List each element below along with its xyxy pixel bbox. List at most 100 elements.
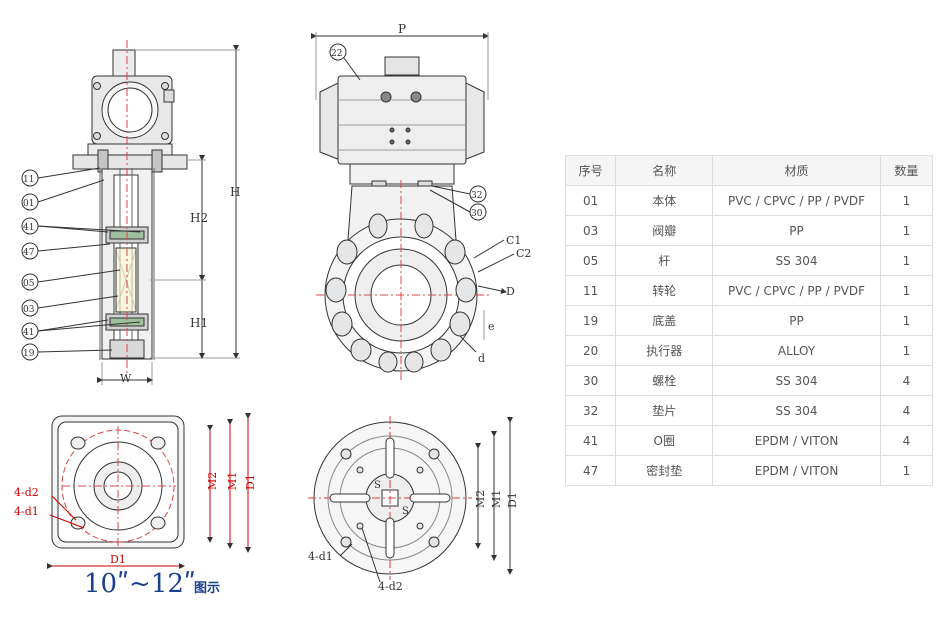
cell-name: 底盖 bbox=[615, 305, 714, 336]
svg-text:03: 03 bbox=[23, 305, 35, 315]
svg-text:11: 11 bbox=[23, 175, 34, 185]
header-name: 名称 bbox=[615, 155, 714, 186]
caption-size: 10ʺ~12ʺ bbox=[84, 569, 196, 599]
cell-material: EPDM / VITON bbox=[712, 425, 881, 456]
holes-4-d2-right: 4-d2 bbox=[378, 580, 403, 593]
cell-no: 01 bbox=[564, 185, 617, 216]
callout-19: 19 bbox=[21, 343, 113, 361]
round-flange-view: S S M2 M1 D1 4-d1 4-d2 bbox=[308, 416, 519, 593]
callout-41-upper: 41 bbox=[21, 217, 141, 235]
callout-03: 03 bbox=[21, 295, 119, 317]
cell-no: 30 bbox=[564, 365, 617, 396]
dim-d1-right: D1 bbox=[506, 492, 519, 508]
dim-h2: H2 bbox=[190, 211, 208, 225]
cell-qty: 1 bbox=[879, 185, 934, 216]
dim-s-2: S bbox=[402, 506, 409, 517]
cell-material: PVC / CPVC / PP / PVDF bbox=[712, 275, 881, 306]
cell-name: 杆 bbox=[615, 245, 714, 276]
callout-22: 22 bbox=[331, 49, 342, 59]
table-row: 41 O圈 EPDM / VITON 4 bbox=[564, 425, 934, 456]
callout-41-lower: 41 bbox=[21, 319, 141, 340]
cell-no: 19 bbox=[564, 305, 617, 336]
cell-no: 11 bbox=[564, 275, 617, 306]
cell-no: 32 bbox=[564, 395, 617, 426]
dim-d-outer: D bbox=[506, 285, 515, 298]
dim-h: H bbox=[230, 185, 240, 199]
cell-no: 05 bbox=[564, 245, 617, 276]
dim-m2-right: M2 bbox=[474, 490, 487, 508]
dim-d-small: d bbox=[478, 352, 485, 365]
table-row: 05 杆 SS 304 1 bbox=[564, 245, 934, 276]
dim-c2: C2 bbox=[516, 247, 531, 260]
svg-text:19: 19 bbox=[23, 349, 35, 359]
callout-01: 01 bbox=[21, 179, 105, 211]
cell-name: 密封垫 bbox=[615, 455, 714, 486]
header-qty: 数量 bbox=[879, 155, 934, 186]
dim-p: P bbox=[398, 22, 406, 36]
cell-material: PP bbox=[712, 305, 881, 336]
header-material: 材质 bbox=[712, 155, 881, 186]
header-no: 序号 bbox=[564, 155, 617, 186]
cell-qty: 1 bbox=[879, 215, 934, 246]
cell-material: SS 304 bbox=[712, 245, 881, 276]
cell-no: 03 bbox=[564, 215, 617, 246]
dim-m1-right: M1 bbox=[490, 490, 503, 508]
cell-qty: 1 bbox=[879, 335, 934, 366]
dim-e: e bbox=[488, 320, 495, 333]
cell-material: EPDM / VITON bbox=[712, 455, 881, 486]
cell-name: 本体 bbox=[615, 185, 714, 216]
valve-technical-drawing: H H2 H1 W 11 01 41 47 05 bbox=[14, 22, 531, 599]
caption-suffix: 图示 bbox=[194, 581, 220, 596]
dim-c1: C1 bbox=[506, 234, 521, 247]
dim-h1: H1 bbox=[190, 316, 208, 330]
table-row: 11 转轮 PVC / CPVC / PP / PVDF 1 bbox=[564, 275, 934, 306]
table-row: 20 执行器 ALLOY 1 bbox=[564, 335, 934, 366]
cell-qty: 1 bbox=[879, 245, 934, 276]
cell-name: 螺栓 bbox=[615, 365, 714, 396]
cell-no: 41 bbox=[564, 425, 617, 456]
table-row: 47 密封垫 EPDM / VITON 1 bbox=[564, 455, 934, 486]
dim-m2-left: M2 bbox=[206, 472, 219, 490]
cell-material: SS 304 bbox=[712, 365, 881, 396]
side-view: P 22 32 30 bbox=[311, 22, 531, 380]
svg-text:05: 05 bbox=[23, 279, 35, 289]
cell-material: PP bbox=[712, 215, 881, 246]
cell-material: ALLOY bbox=[712, 335, 881, 366]
callout-32: 32 bbox=[471, 191, 482, 201]
svg-text:47: 47 bbox=[23, 248, 35, 258]
dim-m1-left: M1 bbox=[226, 472, 239, 490]
dim-d1-left: D1 bbox=[244, 474, 257, 490]
svg-text:41: 41 bbox=[23, 328, 34, 338]
table-row: 03 阀瓣 PP 1 bbox=[564, 215, 934, 246]
parts-table: 序号 名称 材质 数量 01 本体 PVC / CPVC / PP / PVDF… bbox=[564, 155, 934, 486]
svg-text:41: 41 bbox=[23, 223, 34, 233]
cell-no: 20 bbox=[564, 335, 617, 366]
cell-name: 转轮 bbox=[615, 275, 714, 306]
table-header-row: 序号 名称 材质 数量 bbox=[564, 155, 934, 186]
table-row: 01 本体 PVC / CPVC / PP / PVDF 1 bbox=[564, 185, 934, 216]
callout-05: 05 bbox=[21, 269, 121, 291]
dim-w: W bbox=[120, 372, 132, 385]
cell-name: 阀瓣 bbox=[615, 215, 714, 246]
cell-qty: 4 bbox=[879, 365, 934, 396]
square-flange-view: M2 M1 D1 D1 4-d2 4-d1 bbox=[14, 413, 257, 569]
dim-s-1: S bbox=[374, 480, 381, 491]
callout-11: 11 bbox=[21, 167, 101, 187]
cell-qty: 1 bbox=[879, 305, 934, 336]
holes-4-d1-left: 4-d1 bbox=[14, 505, 39, 518]
dim-d1-bottom: D1 bbox=[110, 553, 126, 566]
holes-4-d1-right: 4-d1 bbox=[308, 550, 333, 563]
cell-name: 执行器 bbox=[615, 335, 714, 366]
table-row: 30 螺栓 SS 304 4 bbox=[564, 365, 934, 396]
cell-name: 垫片 bbox=[615, 395, 714, 426]
table-row: 19 底盖 PP 1 bbox=[564, 305, 934, 336]
cell-qty: 4 bbox=[879, 425, 934, 456]
cell-material: PVC / CPVC / PP / PVDF bbox=[712, 185, 881, 216]
cell-material: SS 304 bbox=[712, 395, 881, 426]
cell-name: O圈 bbox=[615, 425, 714, 456]
callout-30: 30 bbox=[471, 209, 483, 219]
cell-qty: 4 bbox=[879, 395, 934, 426]
table-row: 32 垫片 SS 304 4 bbox=[564, 395, 934, 426]
cell-no: 47 bbox=[564, 455, 617, 486]
holes-4-d2-left: 4-d2 bbox=[14, 486, 39, 499]
